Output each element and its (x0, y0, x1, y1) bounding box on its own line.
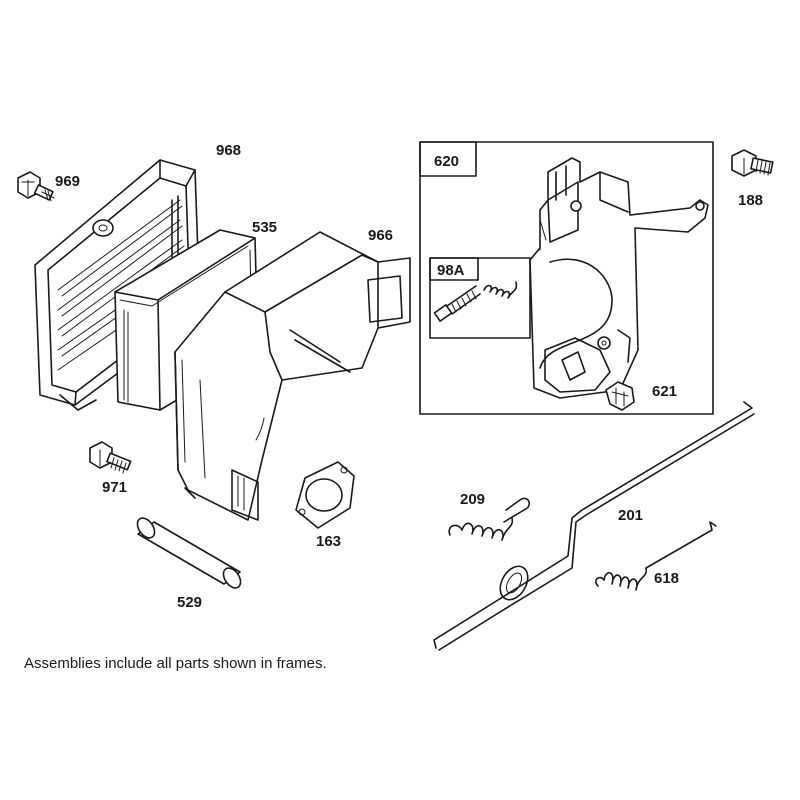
label-968: 968 (216, 142, 241, 159)
part-98a-screw-spring (433, 281, 518, 322)
label-201: 201 (618, 507, 643, 524)
label-620: 620 (434, 153, 459, 170)
part-529-tube (136, 517, 242, 589)
label-188: 188 (738, 192, 763, 209)
part-163-gasket (295, 461, 355, 529)
assembly-frame-620 (419, 141, 714, 415)
part-201-rod (433, 401, 755, 651)
part-188-bolt (731, 149, 774, 177)
part-966-cover (174, 231, 411, 521)
part-971-screw (89, 441, 132, 474)
label-box-620 (419, 141, 477, 177)
assembly-frame-98a (429, 257, 531, 339)
assemblies-note: Assemblies include all parts shown in fr… (24, 655, 327, 672)
label-box-98a (429, 257, 479, 281)
part-968-air-cleaner-base (34, 159, 201, 411)
label-209: 209 (460, 491, 485, 508)
label-618: 618 (654, 570, 679, 587)
label-535: 535 (252, 219, 277, 236)
label-621: 621 (652, 383, 677, 400)
part-621-clip (605, 381, 635, 411)
label-529: 529 (177, 594, 202, 611)
part-209-spring (448, 497, 531, 541)
label-971: 971 (102, 479, 127, 496)
label-98a: 98A (437, 262, 465, 279)
part-618-spring (595, 521, 717, 591)
label-966: 966 (368, 227, 393, 244)
label-969: 969 (55, 173, 80, 190)
part-969-screw (17, 171, 55, 202)
label-163: 163 (316, 533, 341, 550)
part-620-control-bracket (529, 157, 709, 399)
